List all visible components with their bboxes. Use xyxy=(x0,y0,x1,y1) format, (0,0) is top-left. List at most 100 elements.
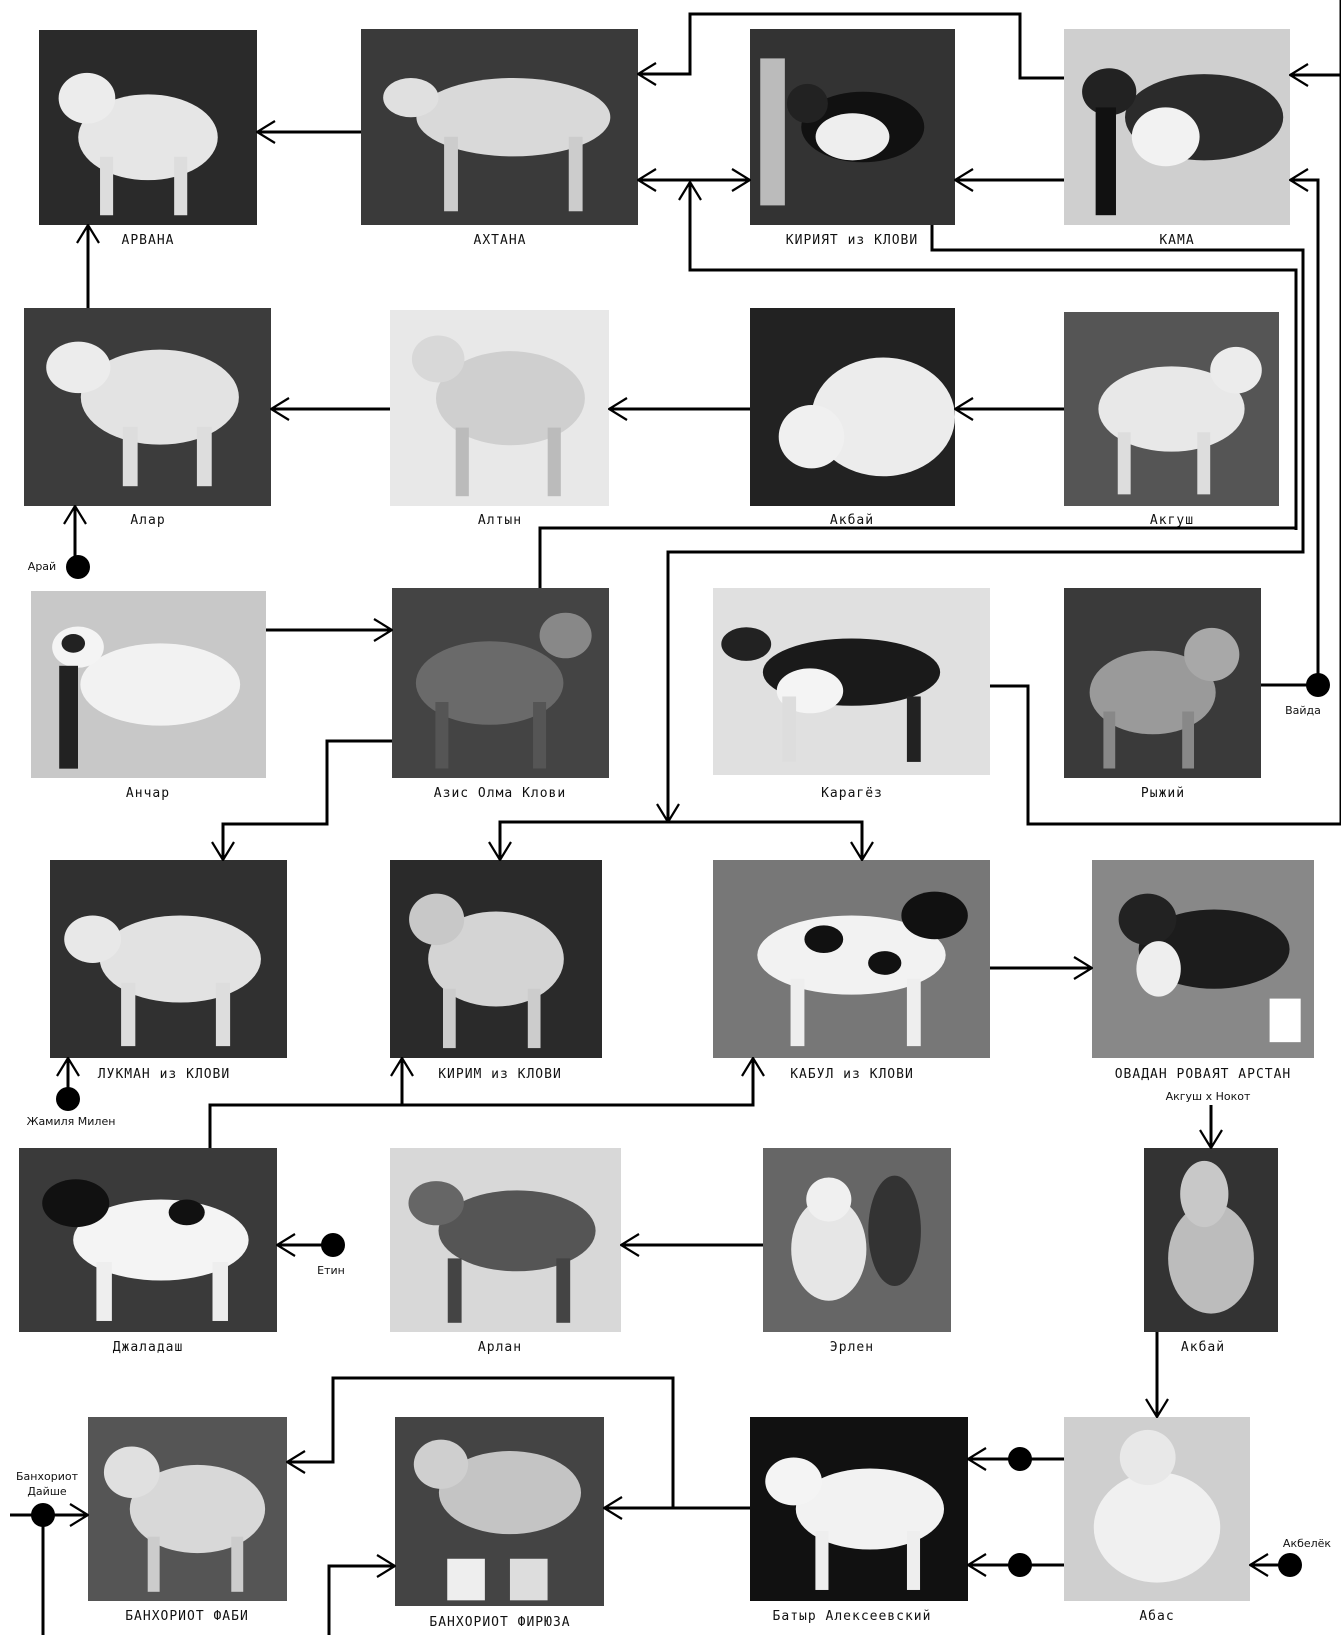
label-aziz: Азис Олма Клови xyxy=(433,786,567,801)
line-to-fabi-top xyxy=(287,1376,675,1508)
photo-ryzhiy xyxy=(1064,588,1261,778)
note-ovadan-parents: Акгуш х Нокот xyxy=(1165,1090,1251,1103)
line-aziz-top xyxy=(538,526,1296,588)
line-to-kabul xyxy=(668,820,862,860)
dog-photo-icon xyxy=(392,588,609,778)
label-akbai2: Акбай xyxy=(1180,1340,1226,1355)
dog-photo-icon xyxy=(763,1148,951,1332)
line-to-kirim xyxy=(500,820,668,860)
label-erlen: Эрлен xyxy=(829,1340,875,1355)
photo-akbai2 xyxy=(1144,1148,1278,1332)
photo-aziz xyxy=(392,588,609,778)
note-vaida: Вайда xyxy=(1285,704,1321,717)
photo-fabi xyxy=(88,1417,287,1601)
label-alar: Алар xyxy=(130,513,166,528)
note-etin: Етин xyxy=(317,1264,345,1277)
photo-akhtana xyxy=(361,29,638,225)
photo-akbai1 xyxy=(750,308,955,506)
photo-ovadan xyxy=(1092,860,1314,1058)
label-akhtana: АХТАНА xyxy=(473,233,527,248)
photo-karagez xyxy=(713,588,990,775)
line-vaida-kama xyxy=(1290,180,1320,685)
dog-photo-icon xyxy=(1144,1148,1278,1332)
dot-akbelek xyxy=(1278,1553,1302,1577)
dog-photo-icon xyxy=(19,1148,277,1332)
label-kama: КАМА xyxy=(1159,233,1195,248)
dot-etin xyxy=(321,1233,345,1257)
photo-kabul xyxy=(713,860,990,1058)
photo-erlen xyxy=(763,1148,951,1332)
label-kabul: КАБУЛ из КЛОВИ xyxy=(790,1067,914,1082)
label-abas: Абас xyxy=(1139,1609,1175,1624)
label-firyuza: БАНХОРИОТ ФИРЮЗА xyxy=(429,1615,571,1630)
photo-kama xyxy=(1064,29,1290,225)
photo-alar xyxy=(24,308,271,506)
dot-batyr-top xyxy=(1008,1447,1032,1471)
photo-aktush xyxy=(1064,312,1279,506)
label-akbai1: Акбай xyxy=(829,513,875,528)
dog-photo-icon xyxy=(390,1148,621,1332)
dot-batyr-bottom xyxy=(1008,1553,1032,1577)
photo-abas xyxy=(1064,1417,1250,1601)
line-right-to-kiriyat xyxy=(690,182,1298,530)
label-kirim: КИРИМ из КЛОВИ xyxy=(438,1067,562,1082)
dog-photo-icon xyxy=(24,308,271,506)
dog-photo-icon xyxy=(1064,29,1290,225)
dog-photo-icon xyxy=(713,860,990,1058)
line-aziz-lukman xyxy=(223,739,392,860)
dog-photo-icon xyxy=(1064,1417,1250,1601)
line-karagez-right xyxy=(990,0,1341,826)
label-lukman: ЛУКМАН из КЛОВИ xyxy=(97,1067,231,1082)
photo-batyr xyxy=(750,1417,968,1601)
photo-altyn xyxy=(390,310,609,506)
line-kiriyat-down xyxy=(668,225,1305,822)
photo-kirim xyxy=(390,860,602,1058)
dot-daishe xyxy=(31,1503,55,1527)
photo-lukman xyxy=(50,860,287,1058)
line-kirim-kabul xyxy=(402,1058,753,1107)
photo-arvana xyxy=(39,30,257,225)
dog-photo-icon xyxy=(390,310,609,506)
dog-photo-icon xyxy=(1064,588,1261,778)
label-ryzhiy: Рыжий xyxy=(1140,786,1186,801)
dog-photo-icon xyxy=(750,1417,968,1601)
dog-photo-icon xyxy=(1092,860,1314,1058)
label-karagez: Карагёз xyxy=(821,786,883,801)
dog-photo-icon xyxy=(361,29,638,225)
dog-photo-icon xyxy=(88,1417,287,1601)
photo-firyuza xyxy=(395,1417,604,1606)
dog-photo-icon xyxy=(390,860,602,1058)
line-to-firyuza xyxy=(327,1566,395,1635)
dog-photo-icon xyxy=(50,860,287,1058)
dog-photo-icon xyxy=(750,308,955,506)
photo-dzhaladash xyxy=(19,1148,277,1332)
label-aktush: Акгуш xyxy=(1149,513,1195,528)
photo-arlan xyxy=(390,1148,621,1332)
dot-vaida xyxy=(1306,673,1330,697)
line-dzhaladash-kirim xyxy=(208,1058,402,1148)
label-arlan: Арлан xyxy=(477,1340,523,1355)
dog-photo-icon xyxy=(750,29,955,225)
note-arai: Арай xyxy=(27,560,57,573)
note-akbelek: Акбелёк xyxy=(1282,1537,1332,1550)
dog-photo-icon xyxy=(395,1417,604,1606)
note-daishe-1: Банхориот xyxy=(16,1470,78,1483)
label-arvana: АРВАНА xyxy=(121,233,175,248)
note-daishe-2: Дайше xyxy=(27,1485,67,1498)
label-anchar: Анчар xyxy=(125,786,171,801)
label-fabi: БАНХОРИОТ ФАБИ xyxy=(125,1609,249,1624)
label-batyr: Батыр Алексеевский xyxy=(772,1609,932,1624)
line-kama-akhtana xyxy=(638,12,1064,78)
dog-photo-icon xyxy=(713,588,990,775)
label-ovadan: ОВАДАН РОВАЯТ АРСТАН xyxy=(1114,1067,1292,1082)
dog-photo-icon xyxy=(1064,312,1279,506)
dot-arai xyxy=(66,555,90,579)
photo-anchar xyxy=(31,591,266,778)
label-kiriyat: КИРИЯТ из КЛОВИ xyxy=(785,233,919,248)
dot-zhamilya xyxy=(56,1087,80,1111)
note-zhamilya: Жамиля Милен xyxy=(26,1115,116,1128)
dog-photo-icon xyxy=(31,591,266,778)
label-dzhaladash: Джаладаш xyxy=(112,1340,184,1355)
